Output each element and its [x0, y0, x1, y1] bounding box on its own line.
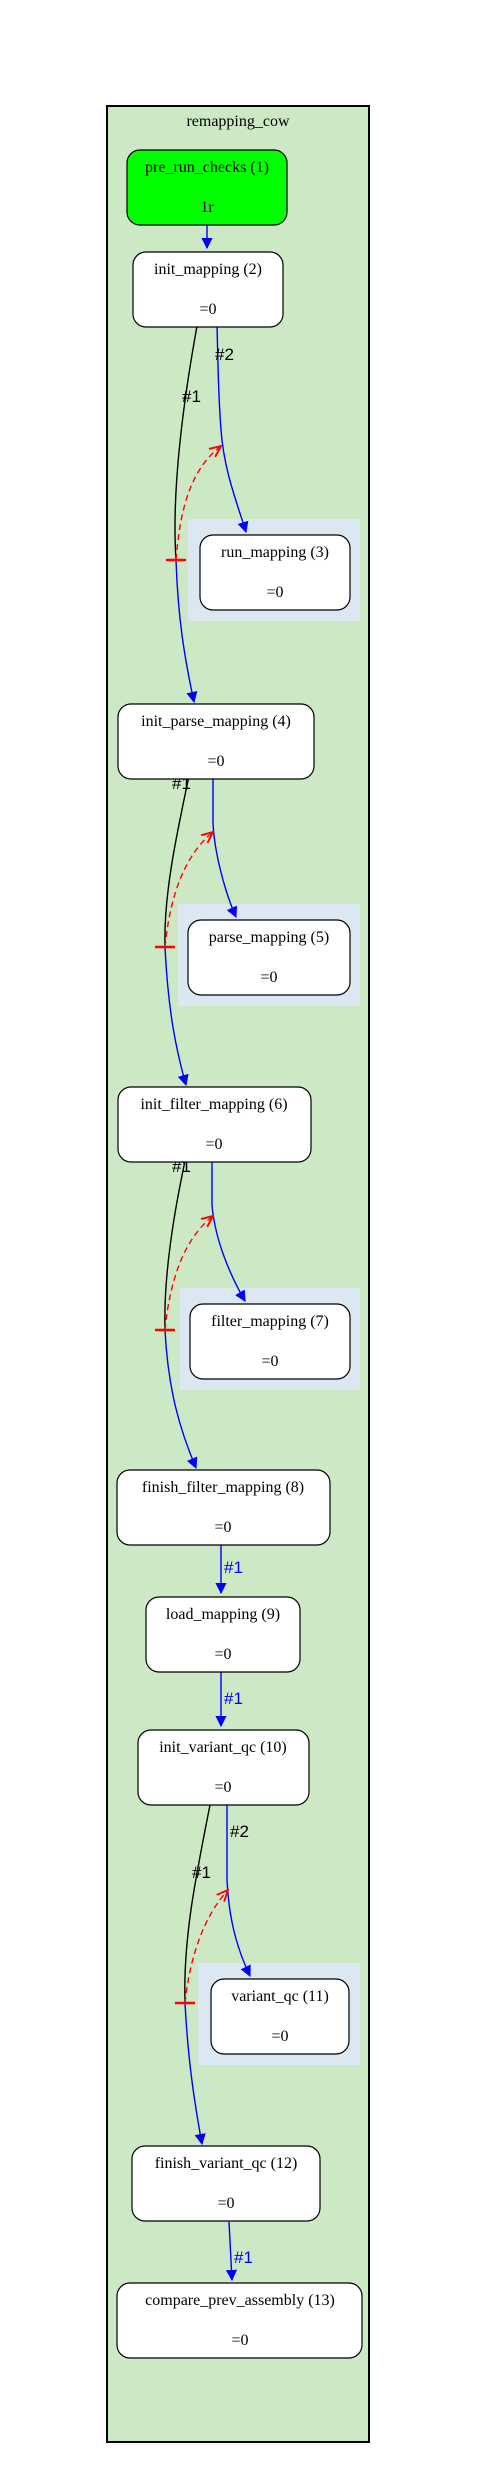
node-compare-prev-assembly[interactable]: compare_prev_assembly (13) =0	[116, 2282, 363, 2359]
node-init-mapping[interactable]: init_mapping (2) =0	[132, 251, 284, 328]
edge-semaphore-7-to-8	[164, 1216, 213, 1331]
node-status: =0	[260, 969, 277, 986]
node-title: parse_mapping (5)	[209, 929, 329, 946]
edge-2-to-3	[216, 325, 249, 534]
node-init-filter-mapping[interactable]: init_filter_mapping (6) =0	[117, 1086, 312, 1163]
node-status: =0	[217, 2195, 234, 2212]
edge-2-to-4-continuation	[175, 559, 198, 704]
edge-10-to-12-continuation	[184, 2002, 206, 2146]
node-title: init_parse_mapping (4)	[141, 713, 291, 730]
node-status: =0	[266, 584, 283, 601]
node-pre-run-checks[interactable]: pre_run_checks (1) 1r	[126, 149, 288, 226]
edge-4-to-6-continuation	[164, 946, 189, 1087]
node-title: load_mapping (9)	[166, 1606, 280, 1623]
node-title: run_mapping (3)	[221, 544, 329, 561]
node-status: =0	[261, 1353, 278, 1370]
cluster-box	[106, 105, 370, 2443]
node-status: 1r	[200, 199, 214, 216]
edge-label-2-to-4: #1	[182, 387, 201, 406]
node-title: finish_variant_qc (12)	[155, 2155, 298, 2172]
node-title: init_filter_mapping (6)	[140, 1096, 287, 1113]
node-run-mapping[interactable]: run_mapping (3) =0	[199, 534, 351, 611]
node-init-variant-qc[interactable]: init_variant_qc (10) =0	[137, 1729, 310, 1806]
node-finish-variant-qc[interactable]: finish_variant_qc (12) =0	[131, 2145, 321, 2222]
edge-label-2-to-3: #2	[215, 345, 234, 364]
node-title: finish_filter_mapping (8)	[142, 1479, 304, 1496]
edge-semaphore-5-to-6	[164, 832, 213, 948]
node-title: pre_run_checks (1)	[145, 159, 269, 176]
node-finish-filter-mapping[interactable]: finish_filter_mapping (8) =0	[116, 1469, 331, 1546]
node-init-parse-mapping[interactable]: init_parse_mapping (4) =0	[117, 703, 315, 780]
node-variant-qc[interactable]: variant_qc (11) =0	[210, 1978, 350, 2055]
node-title: compare_prev_assembly (13)	[145, 2292, 335, 2309]
node-parse-mapping[interactable]: parse_mapping (5) =0	[187, 919, 351, 996]
node-status: =0	[271, 2028, 288, 2045]
node-title: variant_qc (11)	[231, 1988, 329, 2005]
node-status: =0	[214, 1779, 231, 1796]
edge-10-to-12-branch	[184, 1799, 212, 2004]
edge-label-8-to-9: #1	[224, 1558, 243, 1577]
node-title: init_variant_qc (10)	[159, 1739, 287, 1756]
edge-10-to-11	[226, 1800, 251, 1978]
edge-4-to-5	[212, 709, 238, 919]
node-status: =0	[214, 1519, 231, 1536]
node-status: =0	[207, 753, 224, 770]
node-status: =0	[205, 1136, 222, 1153]
node-status: =0	[231, 2332, 248, 2349]
edge-label-12-to-13: #1	[234, 2248, 253, 2267]
edge-6-to-8-continuation	[164, 1329, 198, 1470]
edge-semaphore-3-to-4	[175, 446, 221, 561]
edge-label-10-to-11: #2	[230, 1822, 249, 1841]
node-filter-mapping[interactable]: filter_mapping (7) =0	[189, 1303, 351, 1380]
cluster-title: remapping_cow	[186, 113, 290, 130]
edge-label-9-to-10: #1	[224, 1689, 243, 1708]
node-title: init_mapping (2)	[154, 261, 262, 278]
edge-2-to-4-branch	[174, 325, 198, 561]
edge-6-to-7	[211, 1092, 246, 1302]
node-load-mapping[interactable]: load_mapping (9) =0	[145, 1596, 301, 1673]
node-status: =0	[199, 301, 216, 318]
edge-12-to-13	[225, 2221, 238, 2282]
edge-semaphore-11-to-12	[184, 1890, 228, 2004]
node-status: =0	[214, 1646, 231, 1663]
node-title: filter_mapping (7)	[211, 1313, 329, 1330]
edge-label-10-to-12: #1	[192, 1863, 211, 1882]
